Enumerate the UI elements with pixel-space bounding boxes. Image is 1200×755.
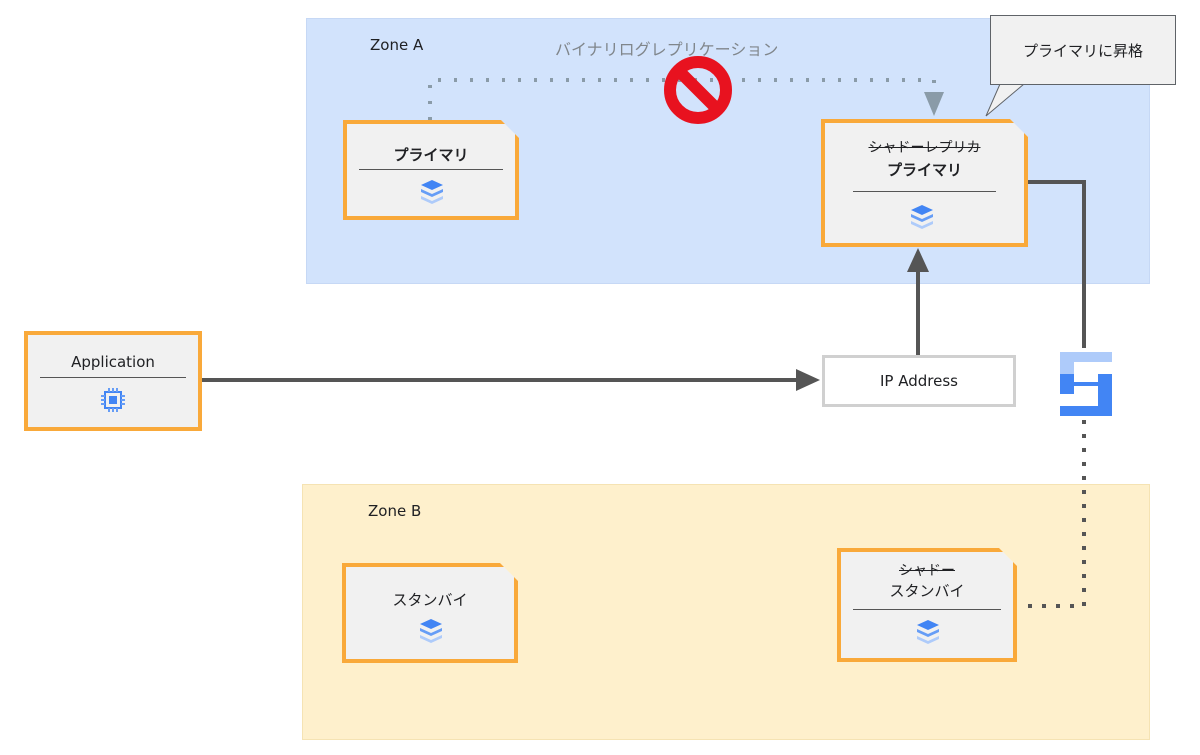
replication-label: バイナリログレプリケーション: [555, 40, 779, 59]
promoted-old-role: シャドーレプリカ: [868, 140, 981, 156]
application-title: Application: [71, 353, 155, 371]
primary-node: プライマリ: [343, 120, 519, 220]
application-node: Application: [24, 331, 202, 431]
primary-to-interconnect-line: [1026, 180, 1086, 348]
zone-a-label: Zone A: [370, 36, 424, 54]
zone-b-label: Zone B: [368, 502, 422, 520]
shadow-old-role: シャドー: [899, 563, 955, 579]
database-icon: [909, 203, 935, 231]
standby-title: スタンバイ: [392, 591, 468, 609]
database-icon: [915, 618, 941, 646]
database-icon: [418, 617, 444, 645]
ip-to-primary-arrowhead: [907, 248, 929, 272]
prohibited-icon: [664, 56, 732, 124]
shadow-standby-node: シャドー スタンバイ: [837, 548, 1017, 662]
shadow-new-role: スタンバイ: [889, 582, 965, 600]
database-icon: [419, 178, 445, 206]
primary-node-rule: [359, 169, 503, 170]
ip-address-label: IP Address: [880, 372, 958, 390]
promoted-node-rule: [853, 191, 996, 192]
interconnect-to-standby-line: [1018, 420, 1086, 608]
primary-node-title: プライマリ: [393, 146, 469, 164]
application-rule: [40, 377, 186, 378]
promoted-new-role: プライマリ: [886, 161, 962, 179]
promotion-callout: プライマリに昇格: [990, 15, 1176, 85]
replication-arrowhead: [924, 92, 944, 116]
interconnect-icon: [1058, 348, 1114, 420]
callout-tail: [985, 83, 1026, 117]
shadow-node-rule: [853, 609, 1001, 610]
standby-node: スタンバイ: [342, 563, 518, 663]
cpu-chip-icon: [101, 388, 125, 412]
callout-text: プライマリに昇格: [1022, 41, 1143, 60]
promoted-primary-node: シャドーレプリカ プライマリ: [821, 119, 1028, 247]
ip-address-node: IP Address: [822, 355, 1016, 407]
app-to-ip-arrowhead: [796, 369, 820, 391]
